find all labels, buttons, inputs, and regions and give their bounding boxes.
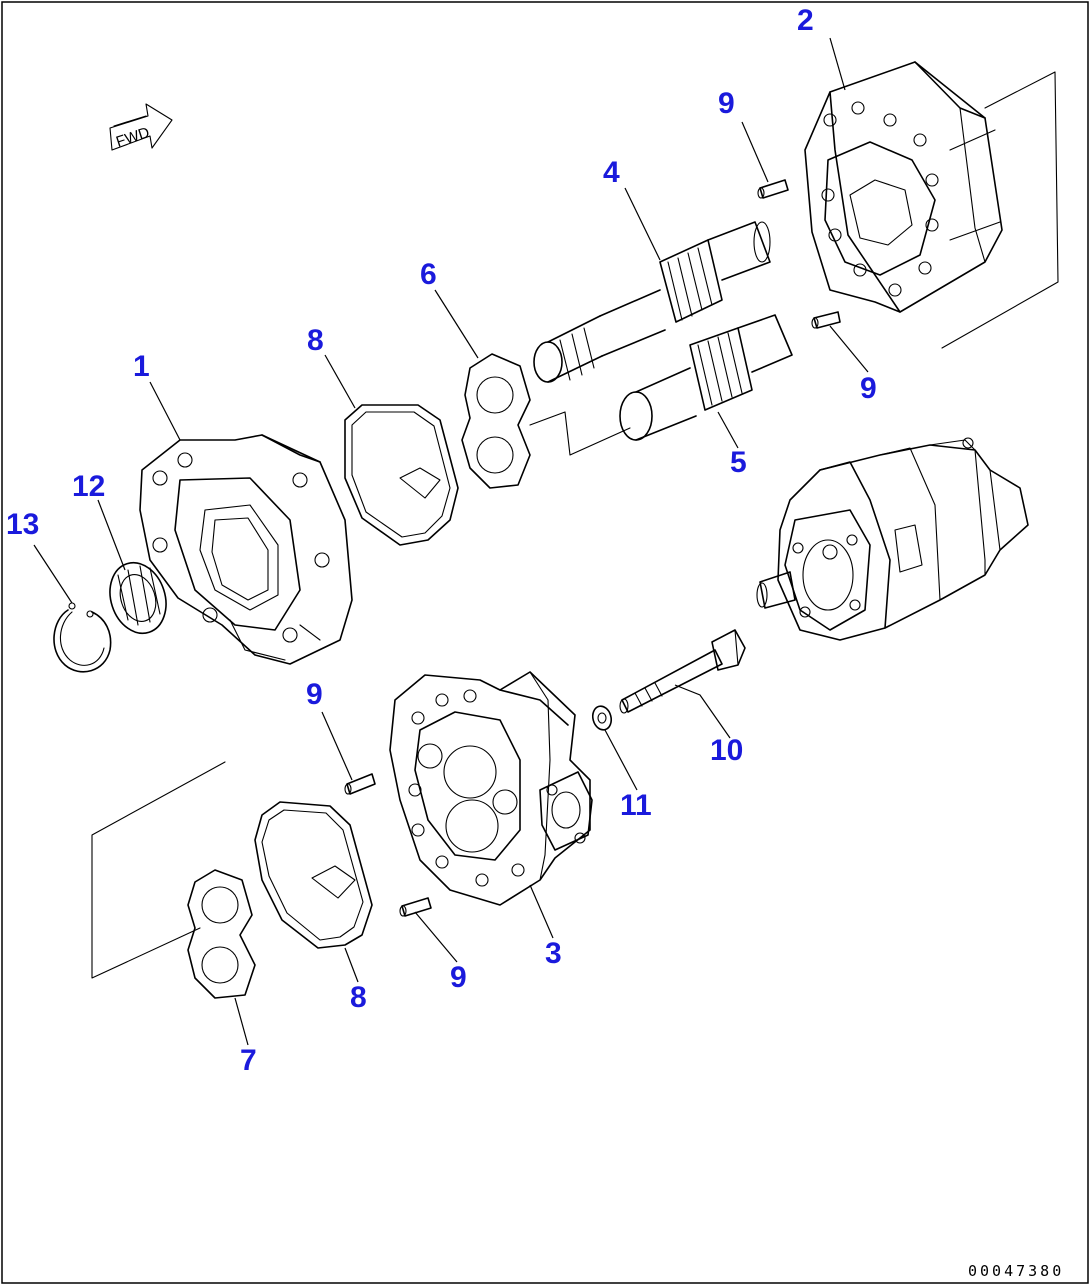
callout-9-top: 9 (718, 87, 735, 120)
callout-8-lower: 8 (350, 981, 367, 1014)
part-12-oil-seal (109, 561, 167, 635)
part-9-dowel-pin-mid (344, 773, 376, 795)
callout-12: 12 (72, 470, 105, 503)
callout-9-right: 9 (860, 372, 877, 405)
part-11-washer (591, 705, 613, 731)
part-5-driven-gear-shaft (619, 314, 793, 441)
part-9-dowel-pin-low (399, 897, 432, 917)
forward-direction-arrow-icon: FWD (109, 103, 173, 151)
callout-9-mid: 9 (306, 678, 323, 711)
part-1-front-cover (139, 434, 353, 665)
part-10-bolt (619, 629, 746, 714)
callout-8-upper: 8 (307, 324, 324, 357)
callout-6: 6 (420, 258, 437, 291)
callout-10: 10 (710, 734, 743, 767)
callout-4: 4 (603, 156, 620, 189)
part-8-lower-gasket (254, 801, 373, 949)
part-6-thrust-plate (461, 353, 631, 489)
callout-1: 1 (133, 350, 150, 383)
drawing-reference-code: 00047380 (968, 1262, 1064, 1280)
part-9-dowel-pin-top (757, 179, 789, 199)
callout-5: 5 (730, 446, 747, 479)
part-7-thrust-plate (187, 869, 256, 999)
assembly-bracket-left (91, 761, 226, 979)
part-3-gear-case (389, 671, 593, 906)
callout-3: 3 (545, 937, 562, 970)
callout-2: 2 (797, 4, 814, 37)
leader-lines (33, 37, 869, 1046)
callout-7: 7 (240, 1044, 257, 1077)
part-9-dowel-pin-right (811, 311, 841, 329)
callout-13: 13 (6, 508, 39, 541)
callout-9-low: 9 (450, 961, 467, 994)
part-4-drive-gear-shaft (533, 221, 771, 383)
callout-11: 11 (620, 789, 652, 822)
assembled-pump-view (756, 437, 1029, 641)
part-2-rear-housing (804, 61, 1059, 349)
fwd-label: FWD (114, 124, 152, 151)
part-8-upper-gasket (344, 404, 459, 546)
part-13-snap-ring (53, 602, 112, 673)
